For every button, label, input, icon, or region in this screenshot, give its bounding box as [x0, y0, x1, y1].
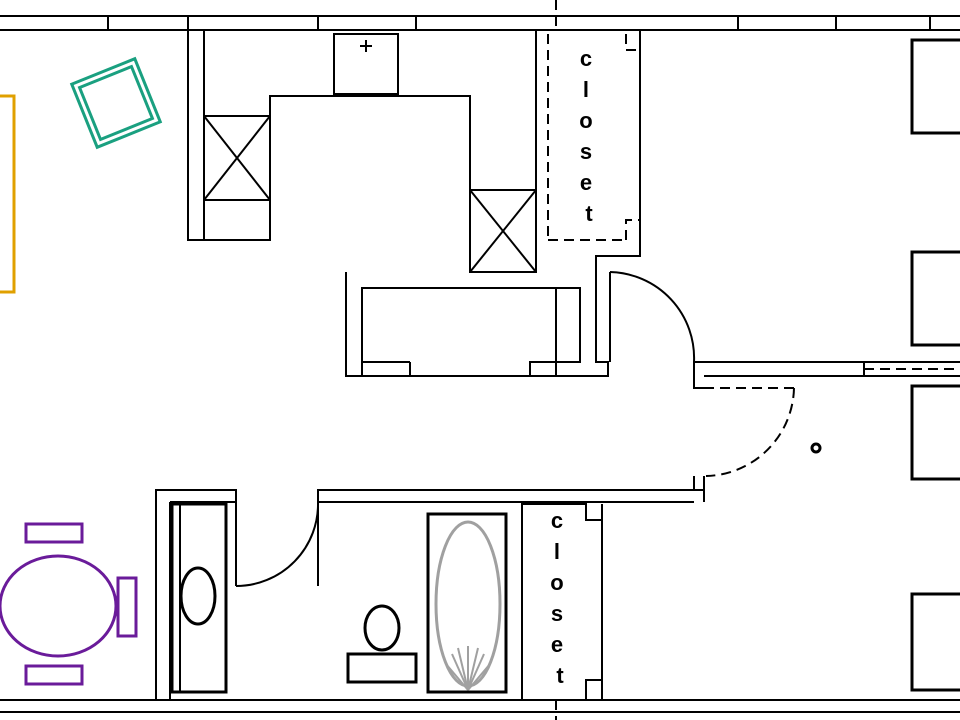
stove-right — [469, 189, 537, 273]
armchair — [69, 56, 163, 150]
bed-1 — [910, 38, 960, 135]
sofa — [0, 94, 16, 294]
door-bathroom[interactable] — [235, 501, 320, 587]
bed-3 — [910, 384, 960, 481]
door-bedroom-upper[interactable] — [609, 271, 960, 377]
bathtub — [426, 512, 508, 694]
kitchen-counter — [345, 236, 641, 377]
small-fixture — [810, 442, 822, 454]
bed-4 — [910, 592, 960, 692]
hall-lower-wall — [155, 489, 705, 700]
dining-chair-bottom — [24, 664, 84, 686]
kitchen — [187, 30, 537, 273]
closet-upper-label: c l o s e t — [579, 46, 599, 226]
stove-left — [203, 115, 271, 201]
dining-table — [0, 554, 118, 658]
door-bedroom-lower[interactable] — [693, 376, 795, 491]
closet-upper — [547, 30, 641, 241]
dining-set — [0, 522, 138, 686]
dining-chair-top — [24, 522, 84, 544]
vanity — [170, 502, 228, 694]
closet-lower-label: c l o s e t — [550, 508, 570, 688]
toilet — [346, 604, 418, 684]
bed-2 — [910, 250, 960, 347]
dining-chair-right — [116, 576, 138, 638]
closet-lower — [521, 503, 603, 700]
